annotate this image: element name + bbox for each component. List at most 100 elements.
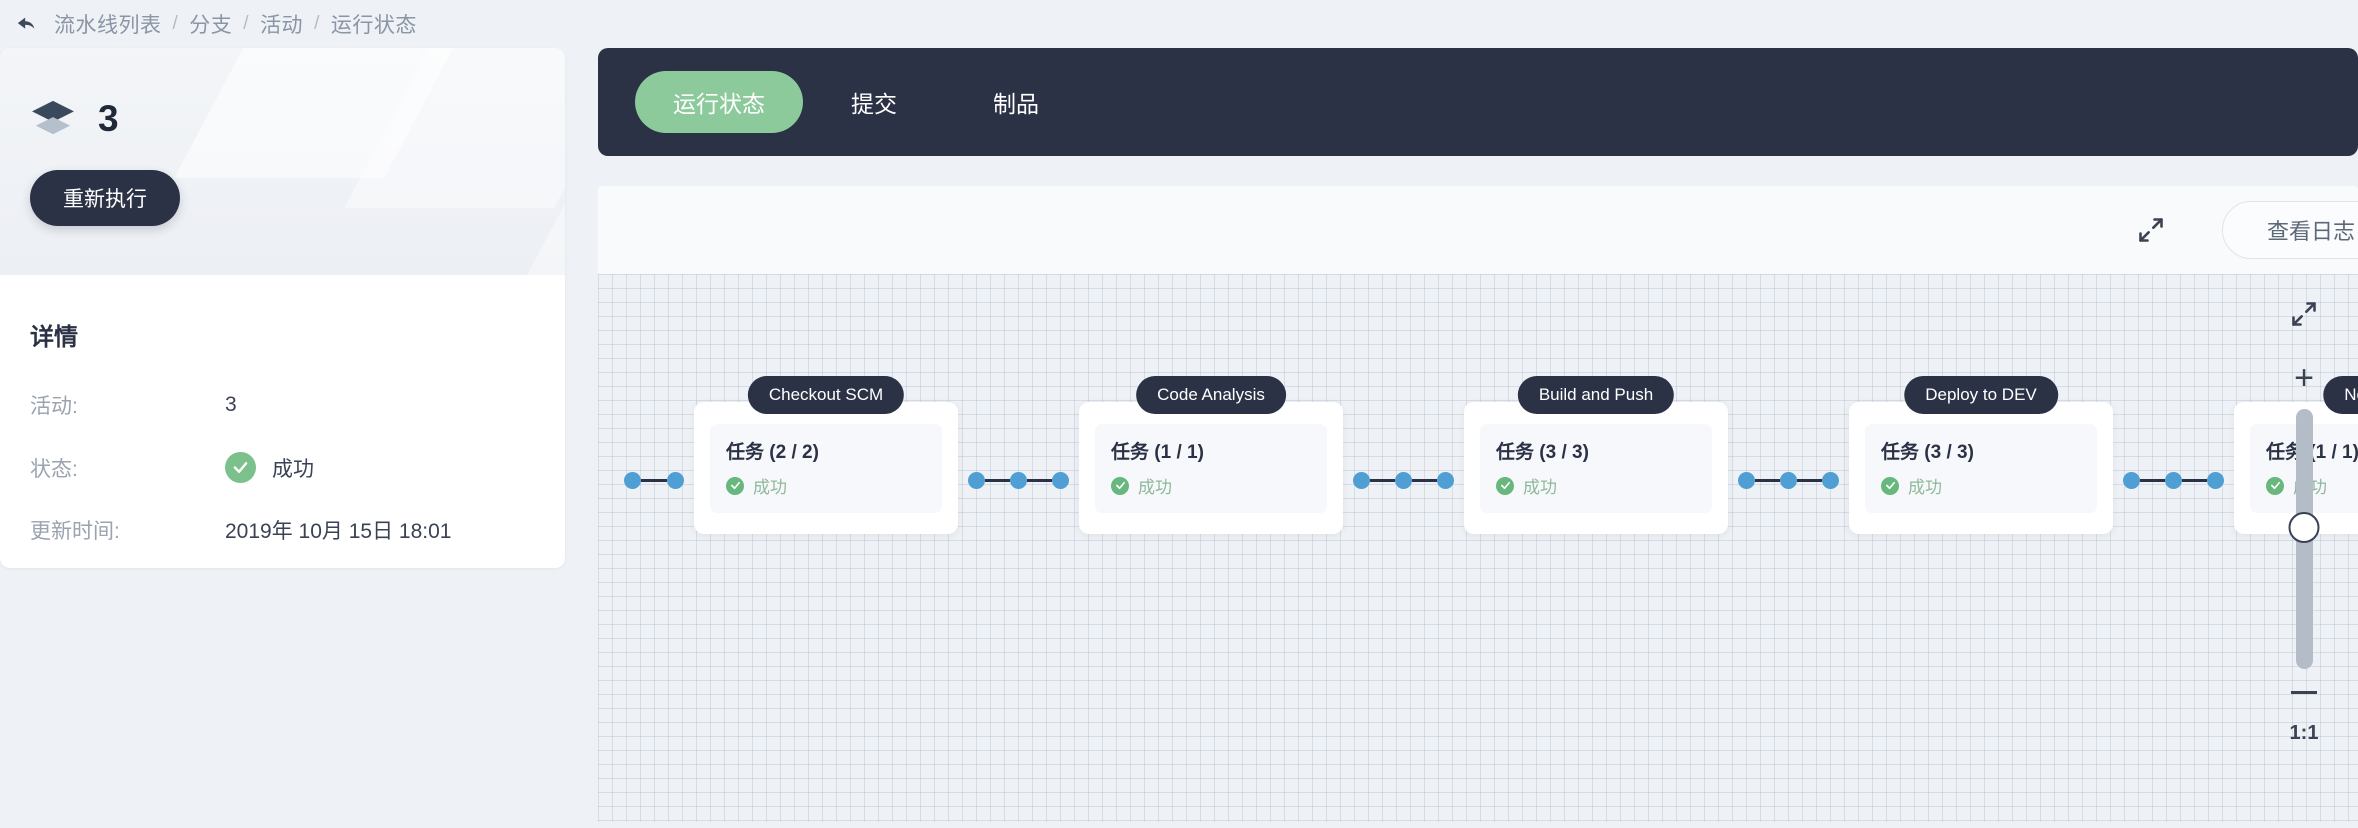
task-box: 任务 (3 / 3) 成功 (1480, 424, 1712, 513)
connector-dot (667, 472, 684, 489)
connector-dot (2123, 472, 2140, 489)
success-check-icon (726, 476, 744, 495)
breadcrumb-bar: 流水线列表 / 分支 / 活动 / 运行状态 (0, 0, 2358, 48)
pipeline-node[interactable]: Checkout SCM 任务 (2 / 2) 成功 (694, 376, 958, 534)
node-card[interactable]: 任务 (2 / 2) 成功 (694, 402, 958, 534)
node-label[interactable]: Deploy to DEV (1904, 376, 2058, 414)
task-status-text: 成功 (1523, 478, 1557, 497)
zoom-controls: + 1:1 (2274, 274, 2334, 822)
task-status-text: 成功 (1908, 478, 1942, 497)
success-check-icon (2266, 476, 2284, 495)
breadcrumb-separator: / (314, 13, 320, 34)
detail-label: 状态: (30, 457, 78, 481)
breadcrumb-separator: / (172, 13, 179, 34)
pipeline-nodes-row: Checkout SCM 任务 (2 / 2) 成功 (598, 374, 2358, 534)
rerun-button[interactable]: 重新执行 (30, 170, 180, 226)
connector-line (1370, 479, 1395, 482)
pipeline-node[interactable]: Build and Push 任务 (3 / 3) 成功 (1464, 376, 1728, 534)
task-count: 任务 (3 / 3) (1881, 442, 1974, 463)
pipeline-graph-panel: 查看日志 Checkout SCM 任 (598, 186, 2358, 822)
task-box: 任务 (1 / 1) 成功 (1095, 424, 1327, 513)
detail-value: 3 (225, 393, 237, 416)
connector-dot (968, 472, 985, 489)
node-label[interactable]: Code Analysis (1136, 376, 1286, 414)
connector-line (1755, 479, 1780, 482)
connector-dot (1010, 472, 1027, 489)
task-status: 成功 (1496, 473, 1696, 498)
zoom-in-button[interactable]: + (2294, 359, 2314, 397)
status-text: 成功 (272, 457, 314, 481)
tab-artifacts[interactable]: 制品 (993, 91, 1039, 117)
tab-commits[interactable]: 提交 (851, 91, 897, 117)
task-status: 成功 (1111, 473, 1311, 498)
connector-dot (2165, 472, 2182, 489)
breadcrumb-item-1[interactable]: 分支 (189, 14, 233, 37)
breadcrumb-separator: / (243, 13, 250, 34)
detail-row-status: 状态: 成功 (30, 452, 535, 483)
connector-line (2140, 479, 2165, 482)
tab-run-status[interactable]: 运行状态 (635, 71, 803, 133)
node-card[interactable]: 任务 (3 / 3) 成功 (1464, 402, 1728, 534)
connector-dot (1780, 472, 1797, 489)
run-hero: 3 重新执行 (0, 48, 565, 275)
success-check-icon (225, 452, 256, 483)
connector-line (1412, 479, 1437, 482)
connector-line (2182, 479, 2207, 482)
node-label[interactable]: Checkout SCM (747, 376, 905, 414)
connector-dot (1738, 472, 1755, 489)
connector-line (641, 479, 667, 482)
zoom-slider[interactable] (2288, 409, 2320, 669)
detail-label: 更新时间: (30, 520, 120, 543)
task-box: 任务 (3 / 3) 成功 (1865, 424, 2097, 513)
node-card[interactable]: 任务 (1 / 1) 成功 (1079, 402, 1343, 534)
right-panel: 运行状态 提交 制品 查看日志 (598, 48, 2358, 828)
breadcrumb-item-3[interactable]: 运行状态 (330, 14, 417, 37)
pipeline-node[interactable]: Deploy to DEV 任务 (3 / 3) 成功 (1849, 376, 2113, 534)
task-status-text: 成功 (753, 478, 787, 497)
breadcrumb-item-2[interactable]: 活动 (260, 14, 304, 37)
zoom-ratio-label[interactable]: 1:1 (2289, 722, 2319, 744)
task-box: 任务 (2 / 2) 成功 (710, 424, 942, 513)
expand-icon[interactable] (2290, 300, 2318, 333)
task-status-text: 成功 (1138, 478, 1172, 497)
back-arrow-icon[interactable] (14, 11, 40, 37)
node-label[interactable]: Notify (2323, 376, 2358, 414)
connector-line (1027, 479, 1052, 482)
run-number: 3 (98, 98, 119, 139)
connector-dot (1353, 472, 1370, 489)
pipeline-node[interactable]: Code Analysis 任务 (1 / 1) 成功 (1079, 376, 1343, 534)
details-section: 详情 活动: 3 状态: 成功 (0, 275, 565, 545)
connector-dot (1437, 472, 1454, 489)
connector-line (985, 479, 1010, 482)
tab-bar: 运行状态 提交 制品 (598, 48, 2358, 156)
graph-toolbar: 查看日志 (598, 186, 2358, 274)
zoom-slider-handle[interactable] (2288, 512, 2320, 543)
connector (1728, 472, 1849, 489)
connector-dot (2207, 472, 2224, 489)
connector (958, 472, 1079, 489)
left-panel: 3 重新执行 详情 活动: 3 状态: (0, 48, 598, 828)
layers-icon (30, 99, 76, 139)
detail-row-activity: 活动: 3 (30, 390, 535, 420)
connector-dot (1395, 472, 1412, 489)
pipeline-canvas[interactable]: Checkout SCM 任务 (2 / 2) 成功 (598, 274, 2358, 822)
node-label[interactable]: Build and Push (1517, 376, 1675, 414)
connector (1343, 472, 1464, 489)
node-card[interactable]: 任务 (3 / 3) 成功 (1849, 402, 2113, 534)
run-summary-card: 3 重新执行 详情 活动: 3 状态: (0, 48, 565, 568)
connector-dot (1052, 472, 1069, 489)
detail-row-updated: 更新时间: 2019年 10月 15日 18:01 (30, 515, 535, 545)
connector-line (1797, 479, 1822, 482)
detail-label: 活动: (30, 395, 78, 418)
expand-icon[interactable] (2134, 213, 2168, 247)
task-status: 成功 (1881, 473, 2081, 498)
success-check-icon (1881, 476, 1899, 495)
task-count: 任务 (3 / 3) (1496, 442, 1589, 463)
success-check-icon (1111, 476, 1129, 495)
zoom-out-button[interactable] (2291, 691, 2317, 694)
view-log-button[interactable]: 查看日志 (2221, 201, 2358, 259)
connector-dot (1822, 472, 1839, 489)
status-badge: 成功 (225, 452, 314, 483)
task-status: 成功 (726, 473, 926, 498)
breadcrumb-item-0[interactable]: 流水线列表 (54, 14, 162, 37)
